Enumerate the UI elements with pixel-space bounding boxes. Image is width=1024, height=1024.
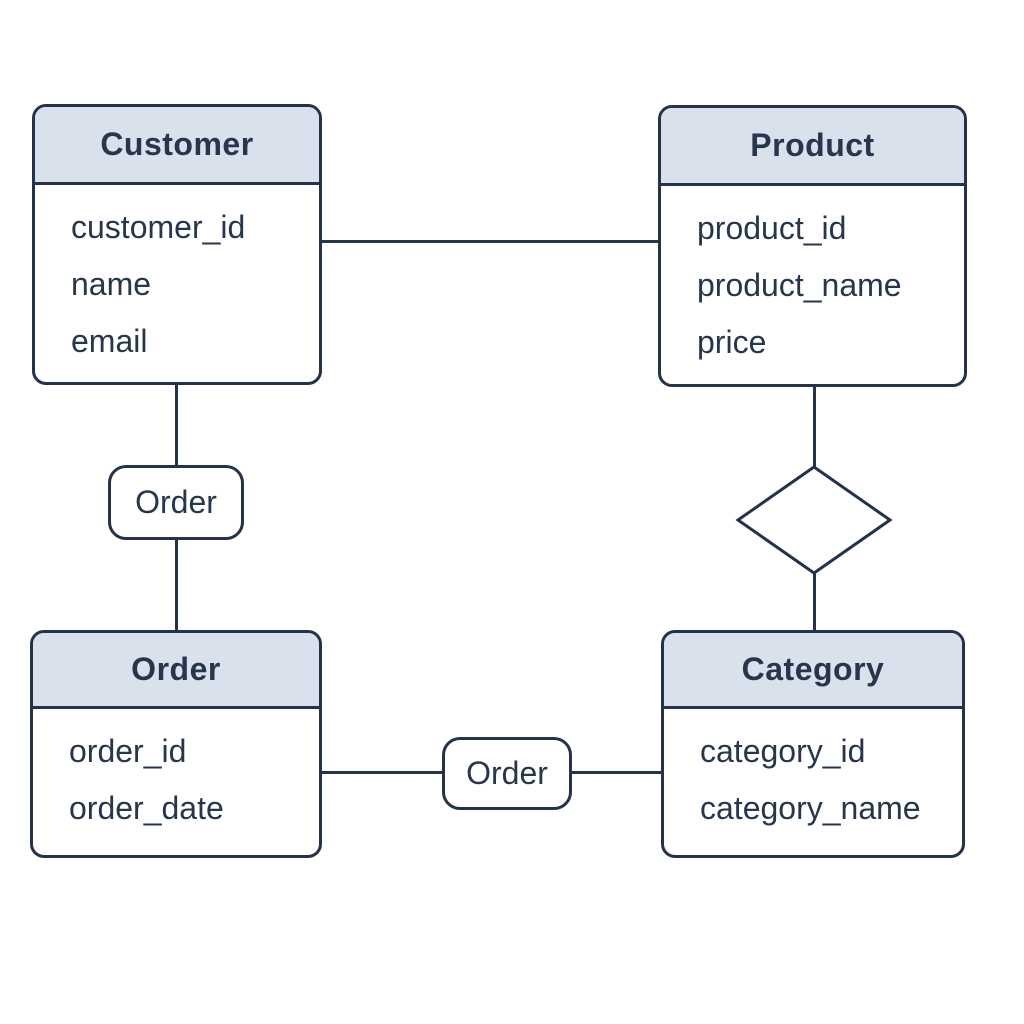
entity-title: Customer	[100, 126, 254, 162]
connector-product-diamond	[813, 385, 816, 470]
attribute-price: price	[697, 324, 767, 360]
attribute-category-id: category_id	[700, 733, 866, 769]
entity-product-header: Product	[661, 108, 964, 186]
entity-product[interactable]: Product product_id product_name price	[658, 105, 967, 387]
relationship-customer-order[interactable]: Order	[108, 465, 244, 540]
entity-category-body: category_id category_name	[664, 709, 962, 837]
entity-order-body: order_id order_date	[33, 709, 319, 837]
attribute-category-name: category_name	[700, 790, 921, 826]
entity-category-header: Category	[664, 633, 962, 709]
attribute-order-date: order_date	[69, 790, 224, 826]
connector-order-label-order	[175, 538, 178, 633]
entity-customer[interactable]: Customer customer_id name email	[32, 104, 322, 385]
connector-order-label-category	[569, 771, 664, 774]
connector-customer-order-label	[175, 383, 178, 468]
entity-order-header: Order	[33, 633, 319, 709]
connector-order-order-label	[320, 771, 445, 774]
entity-customer-body: customer_id name email	[35, 185, 319, 370]
attribute-order-id: order_id	[69, 733, 187, 769]
relationship-product-category-diamond-icon[interactable]	[734, 464, 894, 576]
attribute-name: name	[71, 266, 152, 302]
attribute-product-id: product_id	[697, 210, 847, 246]
connector-diamond-category	[813, 570, 816, 633]
relationship-order-category[interactable]: Order	[442, 737, 572, 810]
entity-title: Category	[741, 651, 885, 687]
relationship-label: Order	[135, 484, 217, 520]
entity-customer-header: Customer	[35, 107, 319, 185]
attribute-email: email	[71, 323, 148, 359]
entity-product-body: product_id product_name price	[661, 186, 964, 371]
entity-title: Product	[750, 127, 875, 163]
attribute-customer-id: customer_id	[71, 209, 246, 245]
entity-order[interactable]: Order order_id order_date	[30, 630, 322, 858]
relationship-label: Order	[466, 755, 548, 791]
entity-title: Order	[131, 651, 221, 687]
connector-customer-product	[320, 240, 660, 243]
entity-category[interactable]: Category category_id category_name	[661, 630, 965, 858]
attribute-product-name: product_name	[697, 267, 902, 303]
